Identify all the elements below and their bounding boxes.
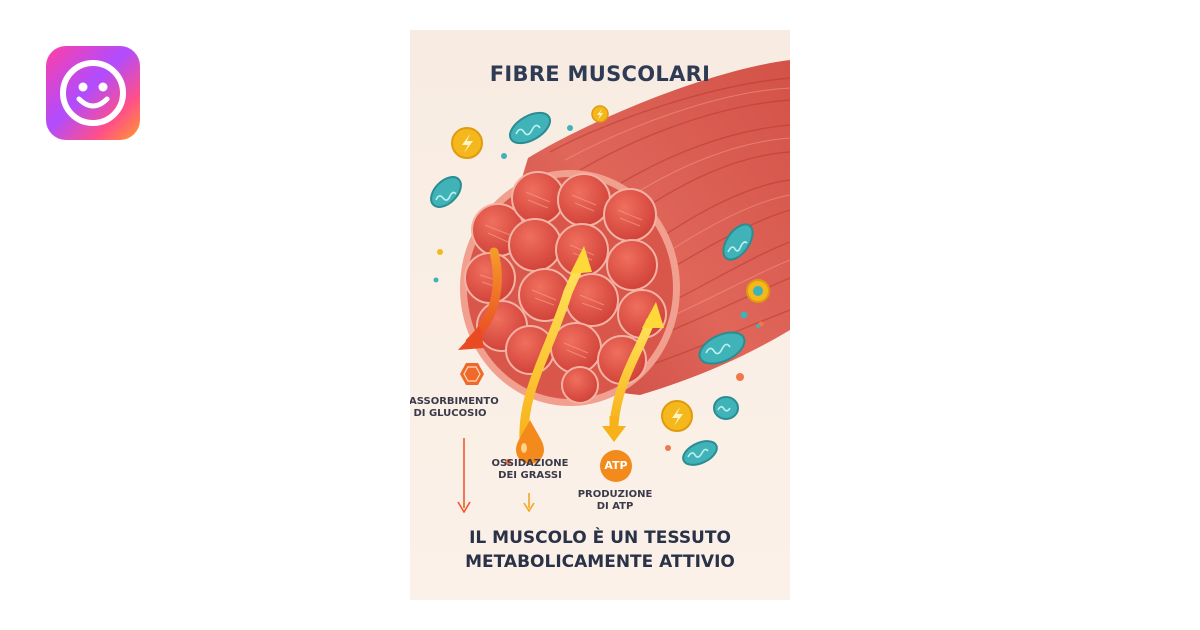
poster-title: FIBRE MUSCOLARI [489, 62, 711, 86]
atp-badge: ATP [604, 459, 628, 472]
tagline-line: IL MUSCOLO È UN TESSUTO [469, 528, 731, 548]
poster-tagline: IL MUSCOLO È UN TESSUTO METABOLICAMENTE … [410, 526, 790, 574]
label-line: DI GLUCOSIO [413, 408, 487, 419]
app-logo[interactable] [46, 46, 140, 140]
smiley-face-icon [46, 46, 140, 140]
label-line: DI ATP [596, 501, 634, 512]
muscle-illustration [410, 30, 790, 600]
label-glucose-absorption: ASSORBIMENTO DI GLUCOSIO [410, 396, 499, 420]
label-atp-production: PRODUZIONE DI ATP [575, 489, 655, 513]
tagline-line: METABOLICAMENTE ATTIVIO [465, 552, 735, 572]
label-fat-oxidation: OSSIDAZIONE DEI GRASSI [488, 458, 572, 482]
poster: FIBRE MUSCOLARI ASSORBIMENTO DI GLUCOSIO… [410, 30, 790, 600]
label-line: PRODUZIONE [577, 489, 653, 500]
label-line: DEI GRASSI [498, 470, 562, 481]
label-line: OSSIDAZIONE [491, 458, 569, 469]
label-line: ASSORBIMENTO [410, 396, 499, 407]
